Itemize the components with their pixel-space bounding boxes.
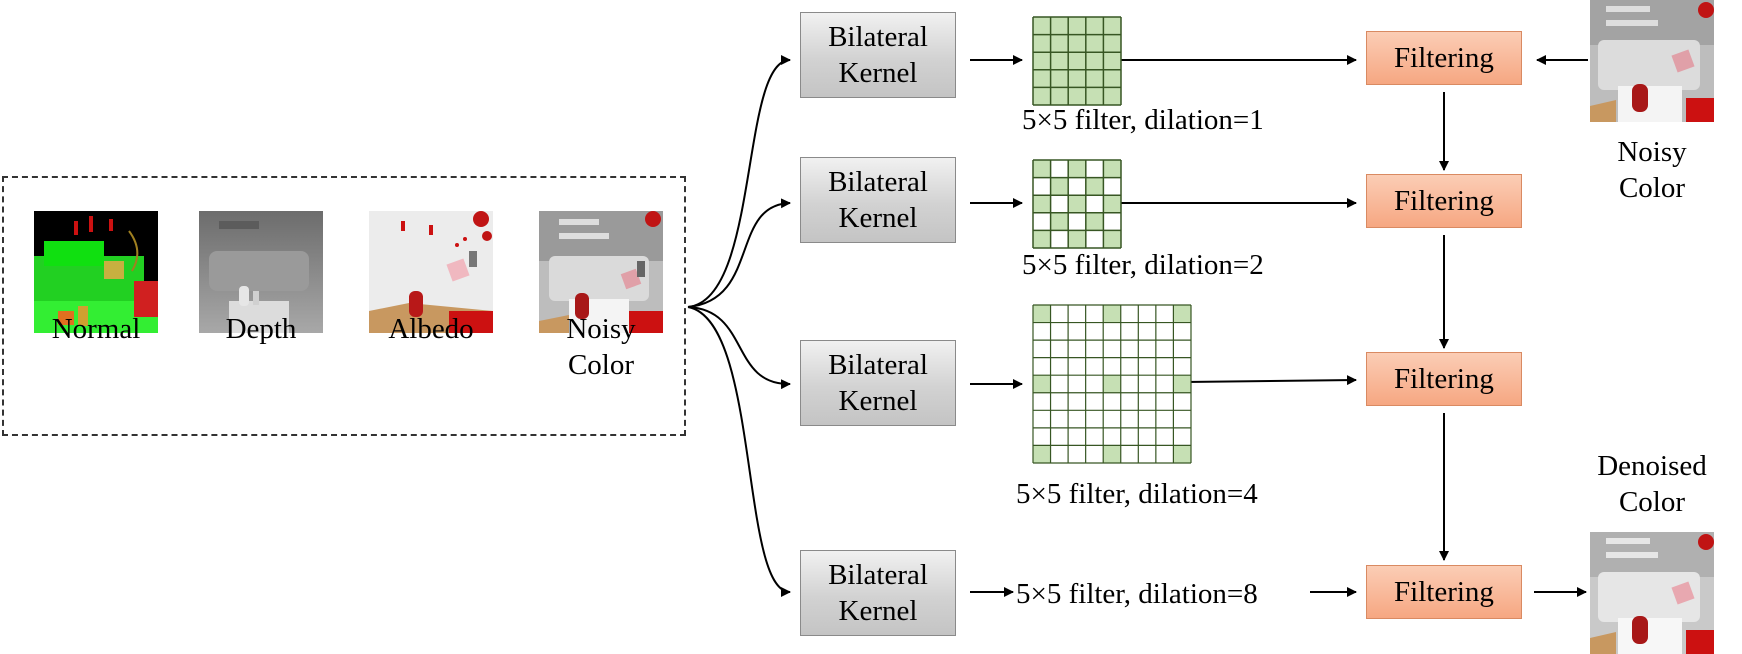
- albedo-label: Albedo: [388, 313, 474, 345]
- filter-grid-dilation-4: [1032, 304, 1192, 464]
- noisy-color-output-label: Noisy Color: [1617, 136, 1687, 204]
- curve-to-kernel-1: [687, 55, 791, 308]
- filter-label-dilation-1: 5×5 filter, dilation=1: [1022, 104, 1264, 136]
- bilateral-kernel-2: Bilateral Kernel: [800, 157, 956, 243]
- filter-grid-dilation-2: [1032, 159, 1122, 249]
- depth-thumbnail: [199, 211, 323, 333]
- filter-label-dilation-2: 5×5 filter, dilation=2: [1022, 249, 1264, 281]
- denoised-color-label: Denoised Color: [1597, 450, 1707, 518]
- filtering-box-3: Filtering: [1366, 352, 1522, 406]
- filtering-box-1: Filtering: [1366, 31, 1522, 85]
- curve-to-kernel-3: [687, 306, 791, 390]
- arrow-grid3-filtering3: [1184, 375, 1357, 386]
- denoised-color-image: [1590, 532, 1714, 654]
- filter-grid-dilation-1: [1032, 16, 1122, 106]
- depth-label: Depth: [225, 313, 297, 345]
- noisy-color-input-label: Noisy Color: [566, 313, 636, 381]
- filter-label-dilation-8: 5×5 filter, dilation=8: [1016, 578, 1258, 610]
- filtering-box-2: Filtering: [1366, 174, 1522, 228]
- normal-thumbnail: [34, 211, 158, 333]
- albedo-thumbnail: [369, 211, 493, 333]
- noisy-color-image-right: [1590, 0, 1714, 122]
- curve-to-kernel-2: [687, 198, 791, 308]
- curve-to-kernel-4: [687, 306, 791, 597]
- normal-label: Normal: [51, 313, 141, 345]
- noisy-color-thumbnail: [539, 211, 663, 333]
- bilateral-kernel-1: Bilateral Kernel: [800, 12, 956, 98]
- filter-label-dilation-4: 5×5 filter, dilation=4: [1016, 478, 1258, 510]
- bilateral-kernel-3: Bilateral Kernel: [800, 340, 956, 426]
- bilateral-kernel-4: Bilateral Kernel: [800, 550, 956, 636]
- input-group: [2, 176, 686, 436]
- filtering-box-4: Filtering: [1366, 565, 1522, 619]
